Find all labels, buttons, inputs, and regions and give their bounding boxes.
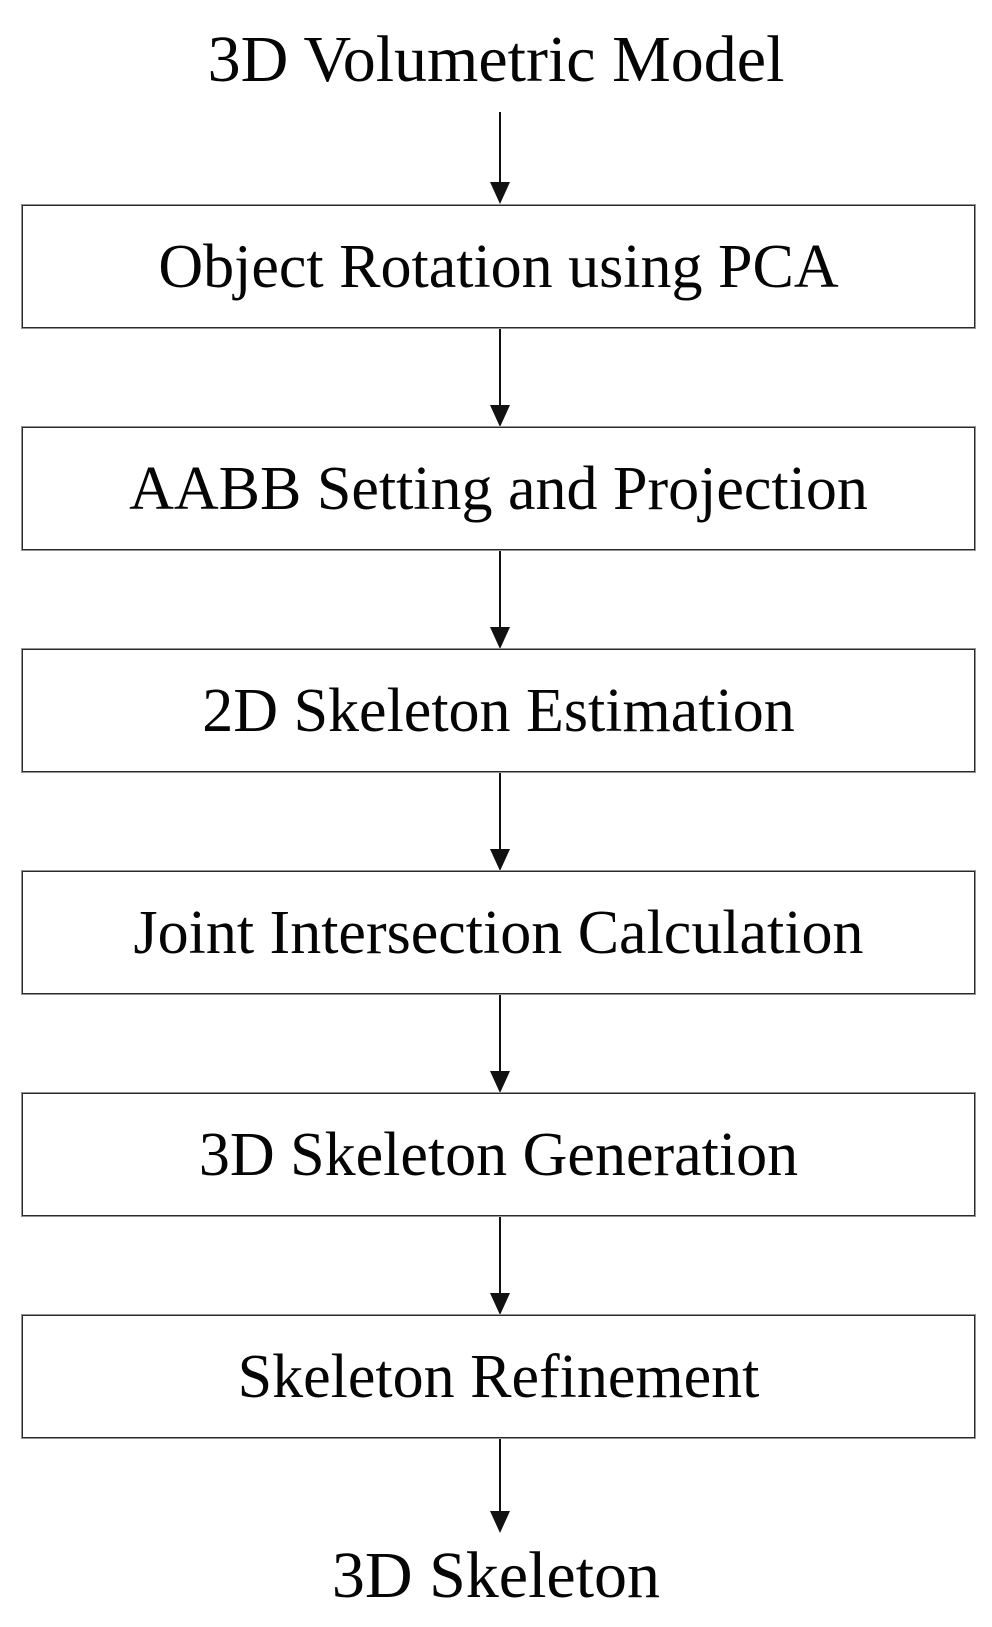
flow-node-skeleton-3d-gen: 3D Skeleton Generation	[21, 1092, 976, 1217]
flow-node-aabb-projection: AABB Setting and Projection	[21, 426, 976, 551]
flow-arrow-down-6	[490, 1217, 510, 1315]
flow-node-skeleton-2d: 2D Skeleton Estimation	[21, 648, 976, 773]
flow-arrow-down-2	[490, 329, 510, 427]
flow-arrow-down-3	[490, 551, 510, 649]
flow-node-joint-intersection: Joint Intersection Calculation	[21, 870, 976, 995]
flow-node-start-label: 3D Volumetric Model	[207, 23, 785, 96]
flow-arrow-down-5	[490, 995, 510, 1093]
flow-arrow-down-1	[490, 112, 510, 204]
flow-node-aabb-projection-label: AABB Setting and Projection	[129, 454, 868, 523]
flow-node-skeleton-refine: Skeleton Refinement	[21, 1314, 976, 1439]
flow-node-skeleton-2d-label: 2D Skeleton Estimation	[202, 676, 795, 745]
flow-arrow-down-4	[490, 773, 510, 871]
flow-node-skeleton-3d-gen-label: 3D Skeleton Generation	[198, 1120, 799, 1189]
flow-node-object-rotation-label: Object Rotation using PCA	[158, 232, 839, 301]
flow-node-joint-intersection-label: Joint Intersection Calculation	[133, 898, 864, 967]
flow-node-object-rotation: Object Rotation using PCA	[21, 204, 976, 329]
flow-node-end-label: 3D Skeleton	[331, 1539, 661, 1612]
flow-arrow-down-7	[490, 1439, 510, 1533]
flow-node-skeleton-refine-label: Skeleton Refinement	[237, 1342, 760, 1411]
